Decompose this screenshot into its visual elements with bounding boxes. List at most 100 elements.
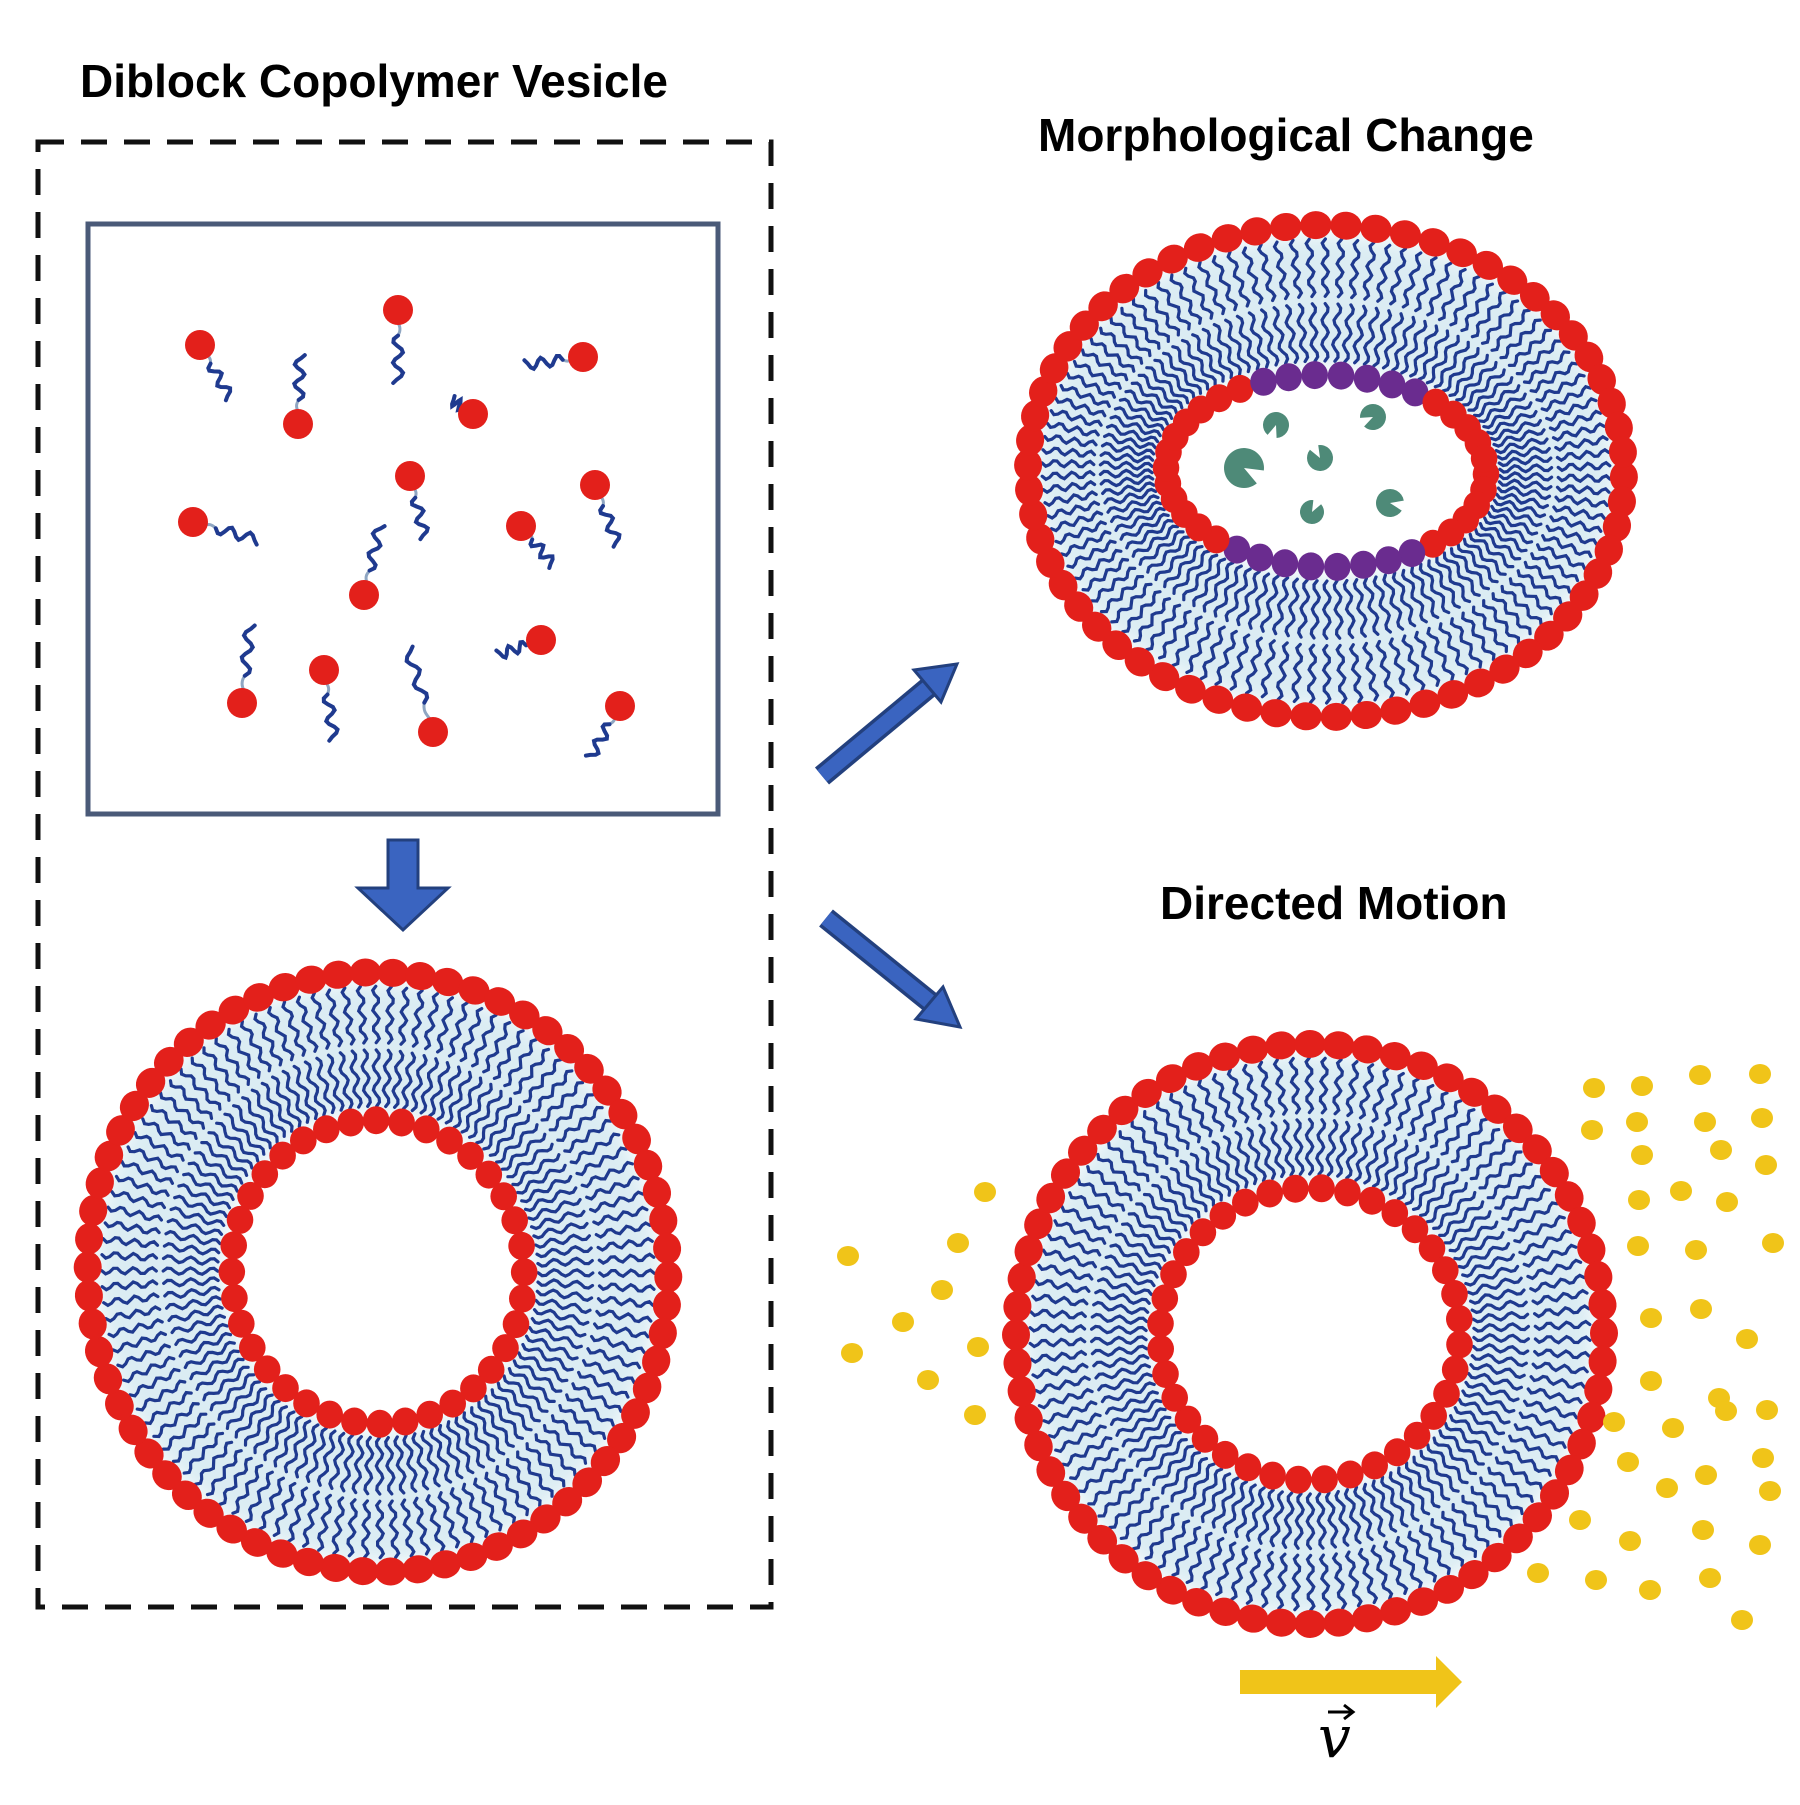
tail-chain <box>1457 1397 1511 1425</box>
tail-chain <box>1037 1263 1094 1281</box>
tail-chain <box>122 1355 176 1384</box>
tail-chain <box>116 1343 171 1369</box>
tail-chain <box>162 1241 221 1256</box>
tail-chain <box>1092 1300 1150 1315</box>
outer-head <box>1554 1454 1584 1486</box>
outer-head <box>1260 699 1292 728</box>
fuel-particle-icon <box>1716 1192 1738 1212</box>
fuel-particle-icon <box>1639 1580 1661 1600</box>
tail-chain <box>1288 1056 1302 1115</box>
outer-head <box>633 1149 663 1181</box>
outer-head <box>1502 1113 1533 1144</box>
tail-chain <box>1341 303 1355 364</box>
tail-chain <box>1245 1486 1266 1542</box>
tail-chain <box>1472 384 1521 418</box>
inner-head <box>1311 1465 1338 1494</box>
tail-chain <box>1449 275 1481 327</box>
tail-chain <box>1276 1552 1288 1610</box>
tail-chain <box>523 1186 578 1213</box>
tail-chain <box>1288 238 1304 299</box>
tail-chain <box>1494 437 1549 455</box>
tail-chain <box>436 996 454 1054</box>
tail-chain <box>1245 636 1263 695</box>
outer-head <box>268 973 300 1002</box>
tail-chain <box>340 986 356 1046</box>
tail-chain <box>1047 1233 1102 1257</box>
tail-chain <box>1318 1056 1329 1115</box>
fuel-particle-icon <box>892 1312 914 1332</box>
fuel-particle-icon <box>1670 1181 1692 1201</box>
tail-chain <box>1106 494 1160 514</box>
outer-head <box>1554 1181 1584 1212</box>
tail-chain <box>1061 1435 1113 1467</box>
outer-head <box>1068 1503 1098 1534</box>
tail-chain <box>522 1058 563 1104</box>
tail-chain <box>1554 494 1609 508</box>
outer-head <box>85 1167 114 1199</box>
fuel-particle-icon <box>967 1337 989 1357</box>
tail-chain <box>193 1440 234 1486</box>
tail-chain <box>205 1449 243 1497</box>
tail-chain <box>1507 1201 1559 1233</box>
tail-chain <box>1094 1288 1151 1306</box>
outer-head <box>1379 1597 1412 1626</box>
tail-chain <box>126 1145 179 1174</box>
tail-chain <box>1296 303 1310 364</box>
tail-chain <box>1401 568 1428 624</box>
tail-chain <box>1163 545 1204 589</box>
tail-chain <box>202 1365 250 1402</box>
tail-chain <box>1090 1324 1148 1336</box>
tail-chain <box>106 1205 163 1222</box>
tail-chain <box>1400 319 1428 375</box>
inner-head <box>362 1106 390 1135</box>
inner-head <box>1160 1260 1187 1289</box>
inner-head <box>1223 535 1251 564</box>
tail-chain <box>1490 504 1543 528</box>
tail-chain <box>490 1388 533 1432</box>
outer-head <box>135 1067 166 1098</box>
tail-chain <box>1342 578 1356 639</box>
tail-chain <box>1101 481 1156 496</box>
tail-chain <box>200 1141 249 1177</box>
outer-head <box>322 960 354 989</box>
tail-chain <box>524 1334 579 1361</box>
tail-chain <box>1501 1445 1552 1477</box>
tail-chain <box>1467 1372 1523 1391</box>
tail-chain <box>283 1419 312 1474</box>
tail-chain <box>253 1012 284 1067</box>
outer-head <box>642 1345 671 1377</box>
tail-chain <box>231 1464 264 1515</box>
tail-chain <box>496 1381 541 1423</box>
pacman-icon <box>1300 500 1325 525</box>
tail-chain <box>1469 1362 1526 1380</box>
tail-chain <box>1059 383 1111 408</box>
tail-chain <box>596 1295 655 1308</box>
tail-chain <box>101 1236 160 1249</box>
copolymer-chain-icon <box>506 511 555 570</box>
tail-chain <box>1120 306 1161 350</box>
tail-chain <box>531 1069 574 1113</box>
tail-chain <box>1482 401 1533 430</box>
outer-head <box>1539 1156 1569 1188</box>
fuel-particle-icon <box>1736 1329 1758 1349</box>
tail-chain <box>384 1436 396 1496</box>
outer-head <box>1351 1035 1383 1064</box>
tail-chain <box>1066 539 1117 569</box>
copolymer-chain-icon <box>227 623 257 718</box>
tail-chain <box>1556 460 1612 473</box>
tail-chain <box>598 1268 656 1279</box>
tail-chain <box>1426 1443 1469 1485</box>
fuel-particle-icon <box>1694 1112 1716 1132</box>
tail-chain <box>512 1359 563 1393</box>
inner-head <box>237 1181 264 1210</box>
tail-chain <box>449 1487 475 1544</box>
outer-head <box>1323 1608 1355 1637</box>
tail-chain <box>1429 1099 1463 1149</box>
tail-chain <box>411 1432 430 1491</box>
outer-head <box>429 1550 461 1579</box>
tail-chain <box>271 1075 302 1129</box>
tail-chain <box>1270 1121 1286 1179</box>
tail-chain <box>1108 1487 1151 1530</box>
tail-chain <box>1548 409 1603 432</box>
tail-chain <box>589 1190 645 1214</box>
